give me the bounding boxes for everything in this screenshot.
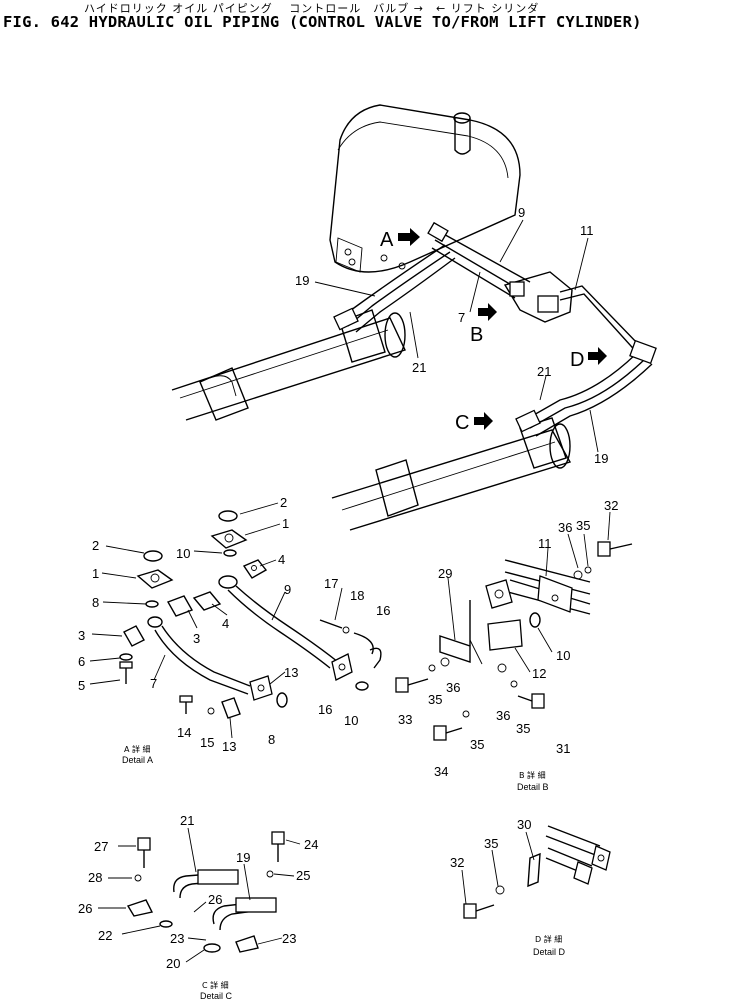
label-19: 19 [295, 273, 309, 288]
callout-a: A [380, 229, 394, 251]
label-11: 11 [580, 223, 594, 238]
label-a-13b: 13 [222, 739, 236, 754]
pipes-main [333, 221, 657, 437]
hydraulic-tank [329, 104, 521, 273]
label-b-29: 29 [438, 566, 452, 581]
label-c-24: 24 [304, 837, 318, 852]
label-a-2b: 2 [92, 538, 99, 553]
label-a-1: 1 [282, 516, 289, 531]
label-9: 9 [518, 205, 525, 220]
label-b-10: 10 [556, 648, 570, 663]
label-7: 7 [458, 310, 465, 325]
label-a-15: 15 [200, 735, 214, 750]
label-a-16b: 16 [318, 702, 332, 717]
label-a-1b: 1 [92, 566, 99, 581]
label-a-5: 5 [78, 678, 85, 693]
lift-cylinder-lower [331, 417, 572, 531]
label-c-25: 25 [296, 868, 310, 883]
label-c-27: 27 [94, 839, 108, 854]
main-leader-lines [314, 219, 599, 453]
detail-b-caption: Detail B [517, 782, 549, 792]
label-a-8: 8 [92, 595, 99, 610]
label-a-16: 16 [376, 603, 390, 618]
detail-d-caption-jp: D 詳 細 [535, 934, 562, 944]
label-a-10: 10 [176, 546, 190, 561]
label-b-36c: 36 [496, 708, 510, 723]
detail-a-parts [119, 510, 382, 719]
label-a-2: 2 [280, 495, 287, 510]
label-19-lower: 19 [594, 451, 608, 466]
detail-d-leaders [461, 831, 535, 905]
label-d-32: 32 [450, 855, 464, 870]
label-b-35: 35 [576, 518, 590, 533]
label-a-18: 18 [350, 588, 364, 603]
label-b-35d: 35 [470, 737, 484, 752]
lift-cylinder-upper [171, 309, 406, 421]
callout-b: B [470, 324, 483, 346]
label-c-21: 21 [180, 813, 194, 828]
label-c-26b: 26 [208, 892, 222, 907]
label-a-6: 6 [78, 654, 85, 669]
label-b-11: 11 [538, 536, 552, 551]
label-b-35b: 35 [428, 692, 442, 707]
label-b-34: 34 [434, 764, 448, 779]
label-a-10b: 10 [344, 713, 358, 728]
detail-a-caption: Detail A [122, 755, 153, 765]
detail-c-parts [126, 831, 285, 953]
detail-a-leaders [89, 502, 343, 739]
label-a-13: 13 [284, 665, 298, 680]
label-b-35c: 35 [516, 721, 530, 736]
control-valve-block [503, 271, 641, 357]
detail-c-caption: Detail C [200, 991, 233, 1001]
label-a-8b: 8 [268, 732, 275, 747]
label-c-20: 20 [166, 956, 180, 971]
label-a-3b: 3 [193, 631, 200, 646]
label-c-19: 19 [236, 850, 250, 865]
label-c-22: 22 [98, 928, 112, 943]
label-21-lower: 21 [537, 364, 551, 379]
label-c-23b: 23 [282, 931, 296, 946]
callout-d: D [570, 349, 584, 371]
label-b-36: 36 [558, 520, 572, 535]
detail-b-parts [395, 541, 633, 741]
label-d-35: 35 [484, 836, 498, 851]
detail-c-leaders [98, 827, 301, 963]
label-21: 21 [412, 360, 426, 375]
page-title: FIG. 642 HYDRAULIC OIL PIPING (CONTROL V… [3, 13, 642, 31]
label-a-4: 4 [278, 552, 285, 567]
detail-a-caption-jp: A 詳 細 [124, 744, 151, 754]
callout-c: C [455, 412, 469, 434]
detail-d-caption: Detail D [533, 947, 566, 957]
label-d-30: 30 [517, 817, 531, 832]
detail-d-parts [463, 825, 611, 919]
detail-b-leaders [447, 511, 611, 673]
label-b-12: 12 [532, 666, 546, 681]
label-c-28: 28 [88, 870, 102, 885]
label-a-4b: 4 [222, 616, 229, 631]
label-b-33: 33 [398, 712, 412, 727]
label-a-17: 17 [324, 576, 338, 591]
label-b-36b: 36 [446, 680, 460, 695]
label-c-26: 26 [78, 901, 92, 916]
callout-arrows [398, 228, 607, 430]
label-b-32: 32 [604, 498, 618, 513]
label-a-14: 14 [177, 725, 191, 740]
label-a-9: 9 [284, 582, 291, 597]
label-a-7: 7 [150, 676, 157, 691]
detail-c-caption-jp: C 詳 細 [202, 980, 229, 990]
label-b-31: 31 [556, 741, 570, 756]
label-a-3: 3 [78, 628, 85, 643]
label-c-23: 23 [170, 931, 184, 946]
japanese-title: ハイドロリック オイル パイピング コントロール バルブ → ← リフト シリン… [84, 2, 540, 15]
detail-b-caption-jp: B 詳 細 [519, 770, 546, 780]
